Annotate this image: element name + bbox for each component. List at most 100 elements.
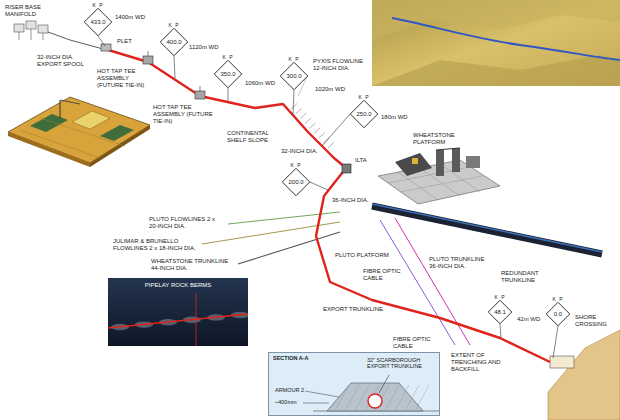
hatch-tick [328, 142, 334, 148]
map-label: PLET [116, 38, 133, 45]
map-label: FIBRE OPTIC CABLE [392, 336, 438, 350]
map-label: PYXIS FLOWLINE 12-INCH DIA. [312, 58, 372, 72]
map-label: WHEATSTONE PLATFORM [412, 132, 474, 146]
pipe-section [368, 394, 382, 408]
hot-tap-symbol [195, 86, 205, 99]
map-label: FIBRE OPTIC CABLE [362, 268, 404, 282]
map-label: PLUTO FLOWLINES 2 x 20-INCH DIA. [148, 216, 224, 230]
kp-leader [228, 88, 229, 101]
kp-leader [293, 90, 294, 115]
kp-leader [98, 36, 105, 46]
trunk-pipe [372, 206, 602, 254]
kp-value: 48.1 [494, 309, 506, 315]
map-label: ILTA [354, 157, 368, 164]
pointer-line [379, 375, 389, 393]
kp-leader [310, 182, 328, 190]
inset-label: 32" SCARBOROUGH EXPORT TRUNKLINE [367, 357, 437, 370]
kp-marker: K P 250.0 [350, 94, 378, 128]
map-label: SHORE CROSSING [574, 314, 618, 328]
slope-hatch [291, 103, 334, 147]
kp-heading: K P [290, 162, 301, 168]
ilta-symbol [342, 164, 351, 173]
export-trunkline [105, 49, 550, 362]
kp-marker: K P300.0 [280, 56, 308, 90]
kp-heading: K P [494, 294, 505, 300]
hatch-tick [305, 118, 311, 124]
map-label: EXTENT OF TRENCHING AND BACKFILL [450, 352, 512, 373]
hatch-tick [319, 133, 325, 139]
hatch-tick [296, 108, 302, 114]
map-label: 1120m WD [188, 44, 220, 51]
map-label: EXPORT TRUNKLINE [322, 306, 384, 313]
armour-hatch [415, 385, 429, 411]
hot-tap-symbol [143, 51, 153, 64]
map-label: 180m WD [380, 114, 409, 121]
hatch-tick [309, 123, 315, 129]
kp-diamond: 0.0 [546, 302, 570, 326]
kp-marker: K P200.0 [282, 162, 310, 196]
kp-diamond: 350.0 [214, 60, 242, 88]
diamond-shape [280, 62, 307, 89]
barge-illustration [8, 97, 150, 167]
kp-heading: K P [222, 54, 233, 60]
pluto-flowline [228, 212, 340, 224]
terrain-route [392, 18, 620, 60]
dimension-line [303, 403, 329, 404]
inset-title: SECTION A-A [273, 355, 309, 361]
inset-label: ~400mm [275, 399, 297, 405]
kp-diamond: 400.0 [160, 28, 188, 56]
kp-diamond: 433.0 [84, 8, 112, 36]
kp-leader [553, 326, 558, 358]
kp-diamond: 250.0 [350, 100, 378, 128]
plet-symbol [101, 44, 111, 51]
wheatstone-trunkline [238, 232, 340, 264]
kp-marker: K P350.0 [214, 54, 242, 88]
kp-heading: K P [552, 296, 563, 302]
kp-leader [322, 114, 350, 146]
landfall-box [550, 356, 574, 368]
map-label: 1400m WD [114, 14, 146, 21]
map-label: JULIMAR & BRUNELLO FLOWLINES 2 x 18-INCH… [112, 238, 200, 252]
terrain-render [372, 0, 620, 86]
seabed-render: PIPELAY ROCK BERMS [108, 278, 248, 346]
hatch-tick [291, 103, 297, 109]
kp-diamond: 300.0 [280, 62, 308, 90]
map-label: 32-INCH DIA. [280, 148, 319, 155]
seabed-picture [108, 278, 248, 346]
kp-heading: K P [92, 2, 103, 8]
terrain-ridge [372, 55, 620, 86]
hatch-tick [314, 128, 320, 134]
map-label: WHEATSTONE TRUNKLINE 44-INCH DIA. [150, 258, 236, 272]
map-label: REDUNDANT TRUNKLINE [500, 270, 548, 284]
pluto-trunkline [395, 218, 470, 345]
marker-line [196, 293, 197, 346]
kp-leader [500, 324, 501, 338]
section-inset: SECTION A-A 32" SCARBOROUGH EXPORT TRUNKL… [268, 352, 440, 416]
kp-diamond: 200.0 [282, 168, 310, 196]
kp-marker: K P 433.0 [84, 2, 112, 36]
map-label: HOT TAP TEE ASSEMBLY (FUTURE TIE-IN) [96, 68, 152, 89]
kp-heading: K P [168, 22, 179, 28]
rock-armour [327, 383, 423, 411]
kp-value: 250.0 [356, 111, 371, 117]
map-label: HOT TAP TEE ASSEMBLY (FUTURE TIE-IN) [152, 104, 216, 125]
shore-hill [548, 330, 620, 420]
map-label: 1020m WD [314, 86, 346, 93]
map-label: 32-INCH DIA. EXPORT SPOOL [36, 54, 90, 68]
map-label: PLUTO TRUNKLINE 36-INCH DIA. [428, 256, 488, 270]
armour-pointer [305, 391, 339, 397]
diamond-shape [84, 8, 111, 35]
map-label: 36-INCH DIA. [331, 197, 370, 204]
kp-diamond: 48.1 [488, 300, 512, 324]
diamond-shape [350, 100, 377, 127]
diamond-shape [214, 60, 241, 87]
kp-marker: K P400.0 [160, 22, 188, 56]
kp-heading: K P [358, 94, 369, 100]
hatch-tick [300, 113, 306, 119]
kp-value: 433.0 [90, 19, 105, 25]
map-label: CONTINENTAL SHELF SLOPE [226, 130, 290, 144]
kp-leader [174, 56, 175, 78]
diamond-shape [488, 300, 512, 324]
